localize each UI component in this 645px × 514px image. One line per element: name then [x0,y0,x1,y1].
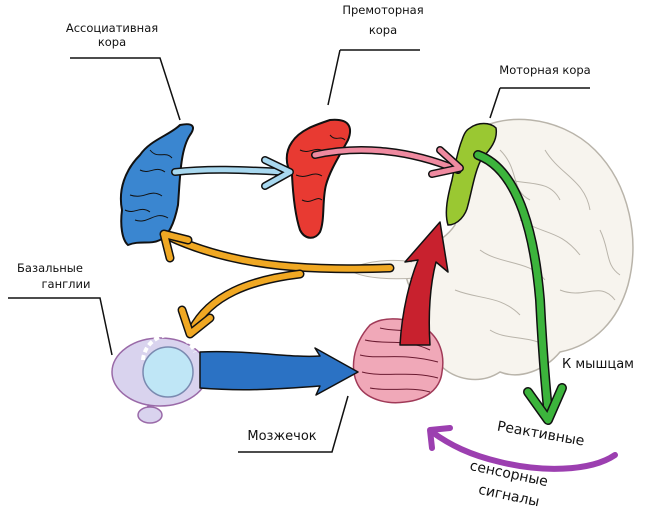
label-association-cortex-line1: Ассоциативная [66,21,158,35]
arrow-premotor-to-motor [311,146,464,178]
arrow-sensory-to-cerebellum [427,425,618,472]
arrow-brain-to-association [159,229,395,274]
association-cortex-shape [120,123,194,247]
label-premotor-cortex-line2: кора [369,23,397,37]
label-basal-ganglia-line1: Базальные [17,261,83,275]
basal-ganglia-shape [111,333,209,424]
label-reactive-line1: Реактивные [496,419,586,450]
arrow-basal-ganglia-to-cerebellum [199,347,359,396]
arrow-association-to-premotor [171,156,294,190]
leader-cerebellum [238,395,349,453]
label-cerebellum: Мозжечок [247,429,316,444]
arrow-motor-to-muscles [473,150,567,425]
leader-motor [489,87,590,119]
label-to-muscles: К мышцам [562,357,634,372]
label-basal-ganglia-line2: ганглии [42,277,91,291]
label-association-cortex-line2: кора [98,35,126,49]
arrow-brain-to-basal-ganglia [177,269,305,339]
leader-basal [8,297,113,356]
label-premotor-cortex-line1: Премоторная [342,3,423,17]
arrow-cerebellum-to-motor [399,221,449,346]
premotor-cortex-shape [285,118,351,239]
leader-association [70,57,181,121]
leader-lines [8,49,590,453]
leader-premotor [327,49,420,106]
label-motor-cortex: Моторная кора [499,63,590,77]
motor-cortex-shape [445,122,498,226]
